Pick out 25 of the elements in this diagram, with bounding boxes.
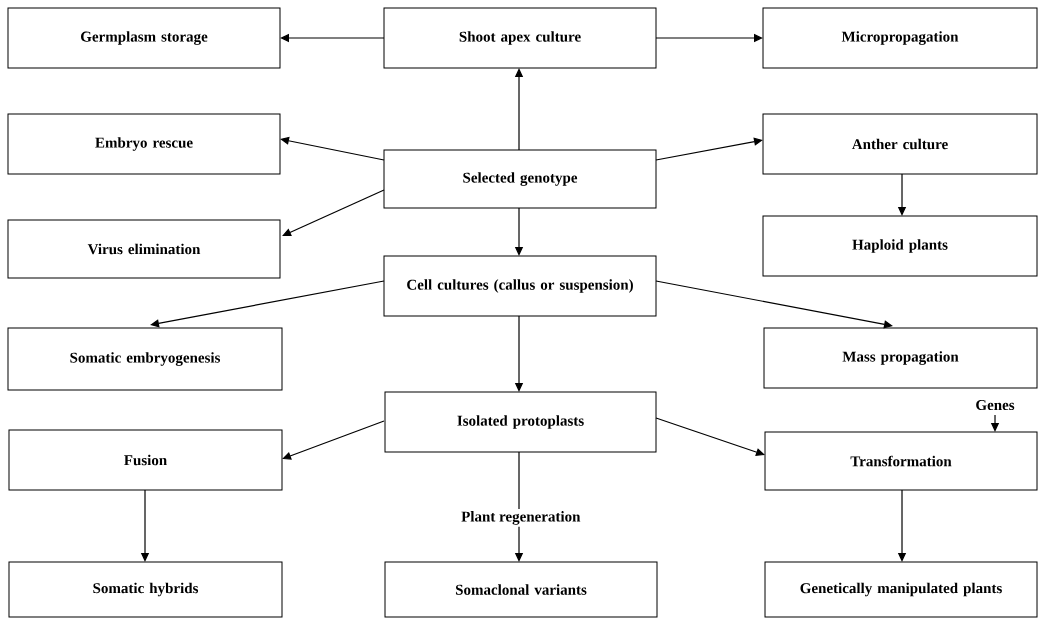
process-box: Transformation (764, 431, 1038, 491)
process-box: Mass propagation (763, 327, 1038, 389)
process-box: Somaclonal variants (384, 561, 658, 618)
arrow (280, 136, 385, 161)
arrow (150, 280, 385, 328)
arrow (655, 280, 893, 329)
arrow (655, 137, 763, 161)
process-box: Virus elimination (7, 219, 281, 279)
process-box: Somatic hybrids (8, 561, 283, 618)
process-box: Fusion (8, 429, 283, 491)
process-box: Germplasm storage (7, 7, 281, 69)
bare-label: Genes (976, 399, 1015, 411)
process-box: Haploid plants (762, 215, 1038, 277)
process-box: Embryo rescue (7, 113, 281, 175)
arrow (282, 189, 385, 237)
process-box: Isolated protoplasts (384, 391, 657, 453)
arrow (282, 420, 385, 460)
process-box: Cell cultures (callus or suspension) (383, 255, 657, 317)
process-box: Genetically manipulated plants (764, 561, 1038, 618)
process-box: Shoot apex culture (383, 7, 657, 69)
process-box: Anther culture (762, 113, 1038, 175)
edge-label: Plant regeneration (459, 509, 583, 527)
process-box: Selected genotype (383, 149, 657, 209)
process-box: Somatic embryogenesis (7, 327, 283, 391)
process-box: Micropropagation (762, 7, 1038, 69)
